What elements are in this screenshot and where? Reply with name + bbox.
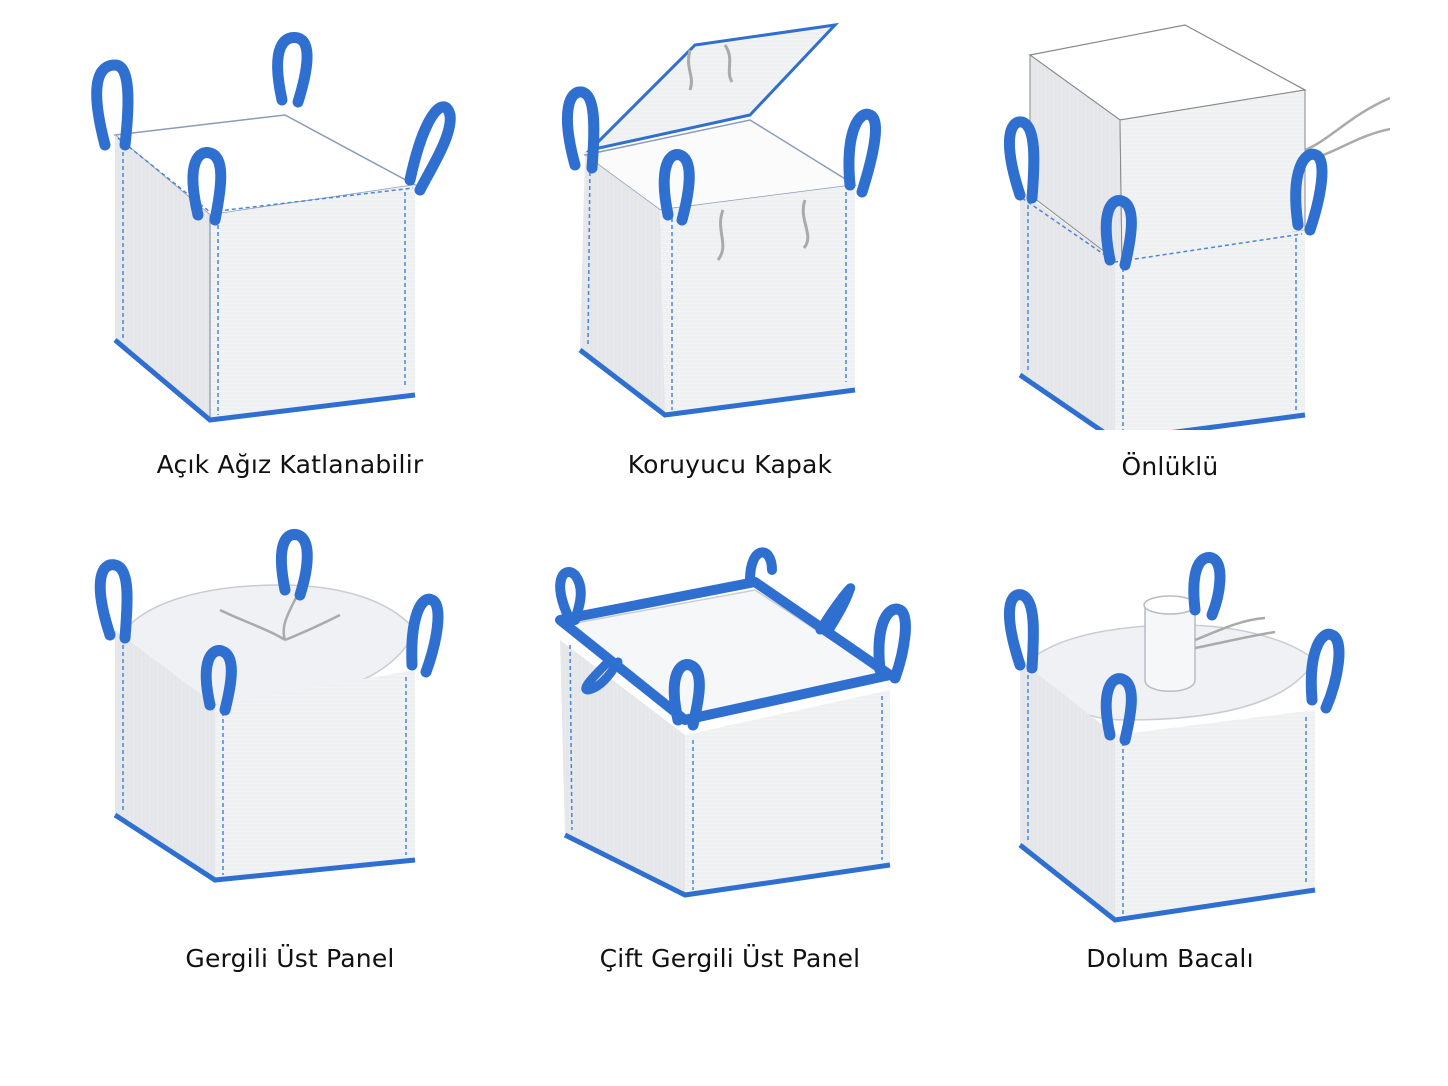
protective-lid-bag-illustration bbox=[562, 22, 881, 418]
item-caption: Çift Gergili Üst Panel bbox=[599, 944, 861, 973]
open-top-bag-illustration bbox=[91, 32, 456, 423]
double-frame-bag-illustration bbox=[555, 547, 911, 898]
skirt-top-bag-illustration bbox=[1003, 24, 1390, 430]
bag-item-filling-spout: Dolum Bacalı bbox=[950, 520, 1390, 1020]
item-caption: Açık Ağız Katlanabilir bbox=[156, 450, 424, 479]
duffle-top-bag-illustration bbox=[94, 529, 444, 883]
bag-item-protective-lid: Koruyucu Kapak bbox=[510, 20, 950, 520]
bag-item-open-top: Açık Ağız Katlanabilir bbox=[70, 20, 510, 520]
item-caption: Gergili Üst Panel bbox=[185, 944, 395, 973]
bag-item-double-frame: Çift Gergili Üst Panel bbox=[510, 520, 950, 1020]
item-caption: Koruyucu Kapak bbox=[627, 450, 833, 479]
bag-item-skirt: Önlüklü bbox=[950, 20, 1390, 520]
item-caption: Dolum Bacalı bbox=[1086, 944, 1254, 973]
item-caption: Önlüklü bbox=[1121, 452, 1219, 481]
bag-item-duffle-top: Gergili Üst Panel bbox=[70, 520, 510, 1020]
filling-spout-bag-illustration bbox=[1003, 552, 1345, 923]
